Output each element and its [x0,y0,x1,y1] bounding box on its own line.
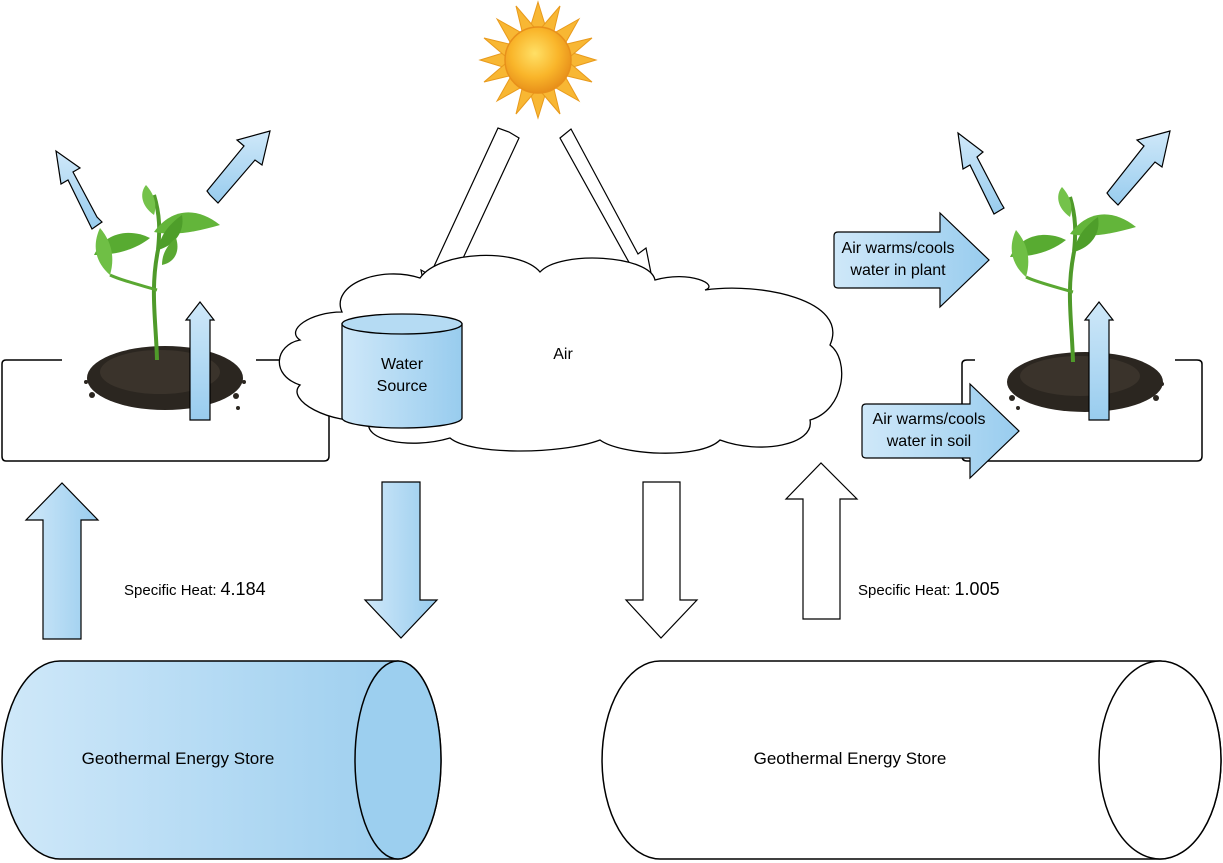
evaporation-arrow-left-b [206,130,271,204]
air-warms-soil-line1: Air warms/cools [873,411,986,428]
air-warms-plant-line1: Air warms/cools [842,240,955,257]
geothermal-store-right [601,660,1222,860]
specific-heat-air-value: 1.005 [955,579,1000,599]
sunlight-arrow-right [559,128,653,279]
geothermal-store-left [1,660,442,860]
air-label: Air [553,346,573,363]
air-warms-plant-line2: water in plant [849,262,946,279]
specific-heat-air-label: Specific Heat:1.005 [858,579,1000,599]
evaporation-arrow-right-b [1106,130,1171,206]
specific-heat-water-value: 4.184 [221,579,266,599]
heat-down-arrow-water [363,481,439,639]
evaporation-arrow-left-a [55,149,103,230]
heat-down-arrow-air [624,481,699,639]
water-source-label-line1: Water [381,356,424,373]
heat-up-arrow-right [784,462,859,620]
planter-box-right [961,359,1203,462]
water-source-cylinder [341,313,463,429]
geothermal-store-left-label: Geothermal Energy Store [82,749,275,768]
air-warms-soil-line2: water in soil [886,433,971,450]
heat-up-arrow-left [24,482,100,640]
geothermal-store-right-label: Geothermal Energy Store [754,749,947,768]
uptake-arrow-right [1083,301,1115,421]
plant-icon-right [1007,187,1164,412]
air-warms-soil-arrow [861,382,1020,480]
uptake-arrow-left [184,301,216,421]
plant-icon-left [84,185,246,410]
sun-icon [478,0,598,120]
specific-heat-water-label: Specific Heat:4.184 [124,579,266,599]
water-source-label-line2: Source [377,378,428,395]
air-warms-plant-arrow [833,211,990,309]
evaporation-arrow-right-a [957,131,1005,215]
